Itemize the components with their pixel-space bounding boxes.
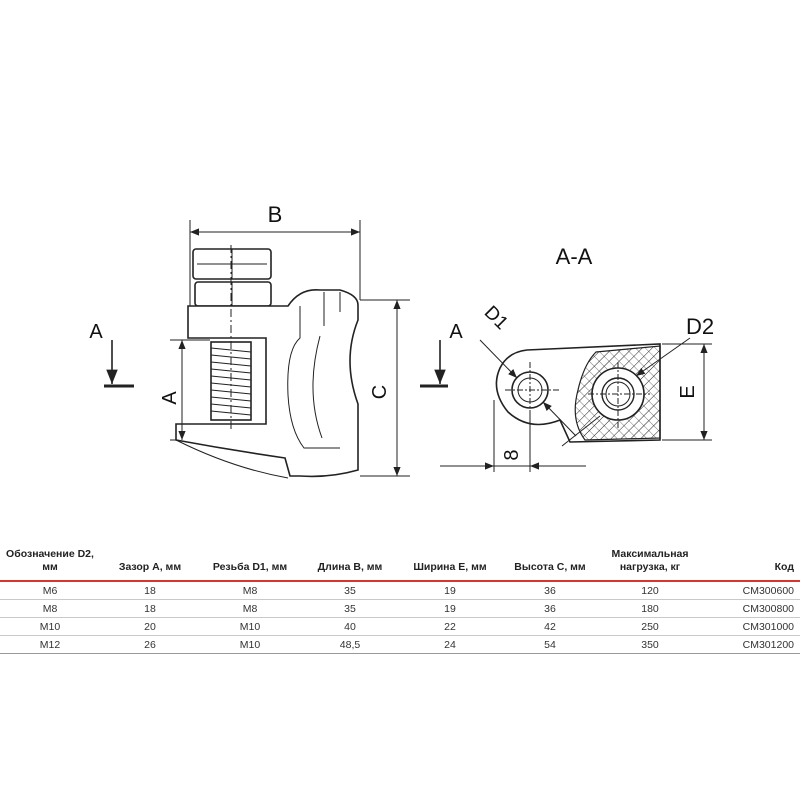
table-cell: 24 (400, 635, 500, 655)
table-cell: 42 (500, 617, 600, 637)
col-header-gap: Зазор А, мм (118, 561, 182, 574)
table-cell: 22 (400, 617, 500, 637)
spec-table: Обозначение D2, мм Зазор А, мм Резьба D1… (0, 546, 800, 655)
technical-drawing: B A (89, 202, 714, 479)
table-cell: 250 (600, 617, 700, 637)
side-view: B A (89, 202, 410, 479)
table-row: М12 26 М10 48,5 24 54 350 CM301200 (0, 635, 800, 655)
section-view: A-A A D1 D2 E (420, 244, 714, 472)
col-header-code: Код (774, 561, 794, 574)
table-cell: 180 (600, 599, 700, 619)
table-cell: М10 (0, 617, 100, 637)
section-a-left-label: A (89, 321, 103, 343)
table-cell: М6 (0, 581, 100, 601)
table-cell: CM300600 (700, 581, 800, 601)
col-header-width: Ширина Е, мм (413, 561, 487, 574)
table-cell: 36 (500, 599, 600, 619)
table-cell: 120 (600, 581, 700, 601)
table-cell: М12 (0, 635, 100, 655)
table-cell: CM300800 (700, 599, 800, 619)
table-cell: М10 (200, 617, 300, 637)
dim-c-label: C (369, 385, 391, 399)
dim-8-label: 8 (501, 449, 523, 460)
table-cell: 350 (600, 635, 700, 655)
table-cell: М8 (0, 599, 100, 619)
table-header-row: Обозначение D2, мм Зазор А, мм Резьба D1… (0, 546, 800, 582)
table-cell: 19 (400, 599, 500, 619)
table-cell: 26 (100, 635, 200, 655)
dim-d2-label: D2 (686, 314, 714, 339)
table-cell: 20 (100, 617, 200, 637)
dim-d1-label: D1 (480, 302, 512, 334)
table-cell: 40 (300, 617, 400, 637)
table-cell: 18 (100, 581, 200, 601)
table-cell: 36 (500, 581, 600, 601)
section-a-right-label: A (449, 321, 463, 343)
col-header-max-load: Максимальная нагрузка, кг (611, 548, 689, 574)
table-row: М8 18 М8 35 19 36 180 CM300800 (0, 599, 800, 619)
section-title: A-A (556, 244, 593, 269)
col-header-height: Высота С, мм (514, 561, 586, 574)
table-cell: CM301000 (700, 617, 800, 637)
dim-a-gap-label: A (159, 391, 181, 405)
table-cell: 18 (100, 599, 200, 619)
table-cell: CM301200 (700, 635, 800, 655)
table-cell: 35 (300, 581, 400, 601)
table-row: М6 18 М8 35 19 36 120 CM300600 (0, 581, 800, 601)
table-row: М10 20 М10 40 22 42 250 CM301000 (0, 617, 800, 637)
dim-b-label: B (268, 202, 283, 227)
table-cell: М10 (200, 635, 300, 655)
table-cell: 48,5 (300, 635, 400, 655)
table-cell: М8 (200, 581, 300, 601)
table-cell: 54 (500, 635, 600, 655)
col-header-thread: Резьба D1, мм (212, 561, 288, 574)
col-header-length: Длина В, мм (317, 561, 383, 574)
table-cell: 35 (300, 599, 400, 619)
dim-e-label: E (677, 385, 699, 398)
table-cell: 19 (400, 581, 500, 601)
table-cell: М8 (200, 599, 300, 619)
col-header-designation: Обозначение D2, мм (6, 548, 94, 574)
